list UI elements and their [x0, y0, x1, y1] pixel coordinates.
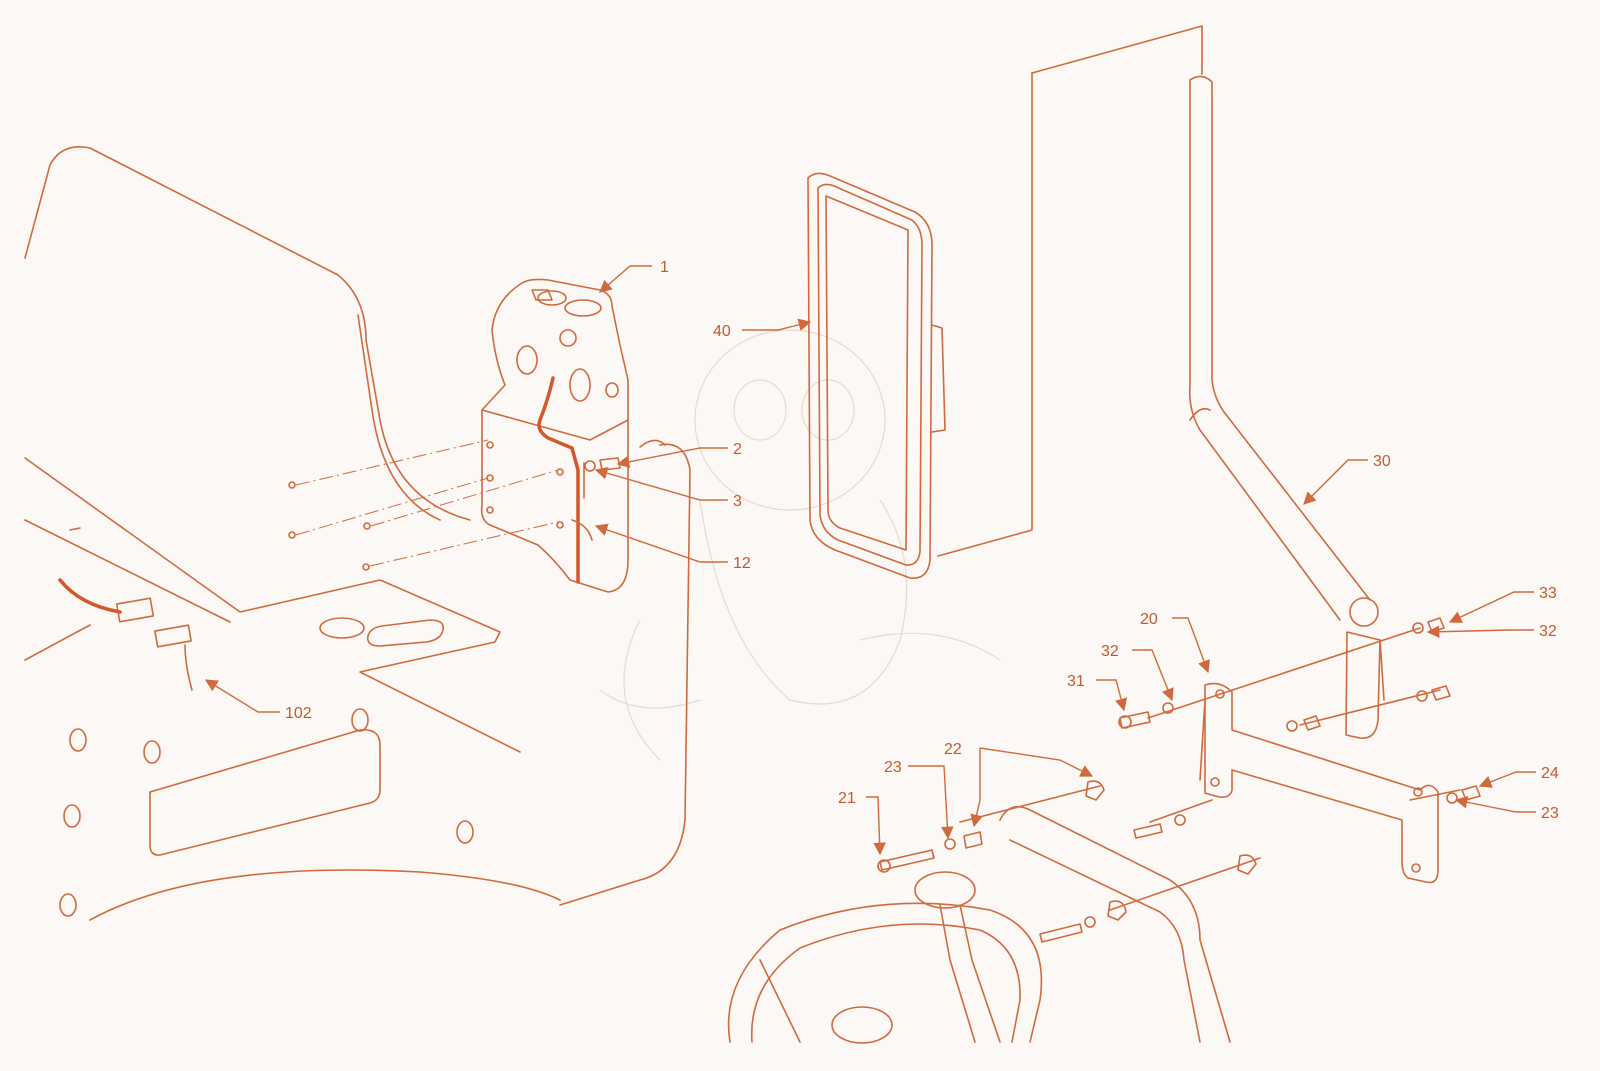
- callout-23-right: 23: [1541, 805, 1559, 822]
- cab-windshield: [24, 146, 471, 521]
- bolt-and-washer: [584, 457, 621, 472]
- callout-33: 33: [1539, 585, 1557, 602]
- callout-22: 22: [944, 741, 962, 758]
- mounting-bracket: [480, 278, 629, 593]
- callout-30: 30: [1373, 453, 1391, 470]
- callout-32-left: 32: [1101, 643, 1119, 660]
- cab-body: [24, 439, 691, 921]
- callout-20: 20: [1140, 611, 1158, 628]
- watermark-mascot: [599, 329, 1001, 761]
- callout-12: 12: [733, 555, 751, 572]
- callout-31: 31: [1067, 673, 1085, 690]
- callout-102: 102: [285, 705, 312, 722]
- callout-3: 3: [733, 493, 742, 510]
- alignment-lines: [288, 439, 559, 571]
- wire-harness-connector: [58, 578, 193, 691]
- cab-pillar: [937, 25, 1203, 557]
- callout-labels: 1 2 3 12 102 40 30 20 33 32 32 31 22 23 …: [285, 259, 1559, 822]
- callout-32-right: 32: [1539, 623, 1557, 640]
- callout-23-left: 23: [884, 759, 902, 776]
- mirror-arm: [1188, 75, 1385, 739]
- callout-1: 1: [660, 259, 669, 276]
- callout-2: 2: [733, 441, 742, 458]
- steering-assembly: [727, 805, 1231, 1044]
- callout-24: 24: [1541, 765, 1559, 782]
- leader-lines: [204, 265, 1536, 856]
- mirror-head: [807, 172, 946, 579]
- callout-21: 21: [838, 790, 856, 807]
- hardware-lines: [959, 627, 1461, 911]
- arm-bracket: [1199, 682, 1439, 884]
- callout-40: 40: [713, 323, 731, 340]
